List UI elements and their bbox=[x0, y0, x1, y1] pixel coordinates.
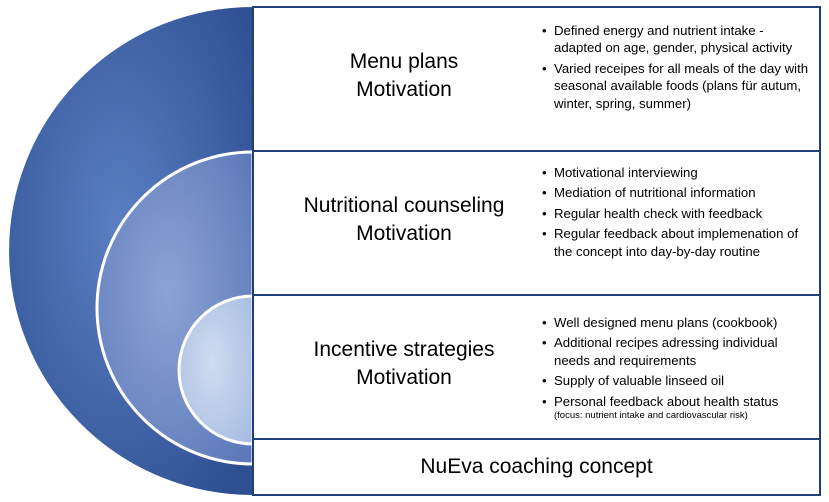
panel-title: Incentive strategies bbox=[313, 338, 495, 361]
panel-subtitle: Motivation bbox=[356, 78, 452, 101]
panel-heading: Incentive strategies Motivation bbox=[274, 336, 534, 392]
bullet-list: Motivational interviewing Mediation of n… bbox=[542, 164, 814, 263]
panel-subtitle: Motivation bbox=[356, 366, 452, 389]
bullet-list: Well designed menu plans (cookbook) Addi… bbox=[542, 314, 814, 425]
bullet-item: Motivational interviewing bbox=[542, 164, 814, 182]
bullet-item: Defined energy and nutrient intake - ada… bbox=[542, 22, 814, 57]
bullet-text: Personal feedback about health status bbox=[554, 393, 779, 409]
panel-footer: NuEva coaching concept bbox=[252, 438, 821, 496]
bullet-item: Additional recipes adressing individual … bbox=[542, 334, 814, 369]
bullet-item: Regular health check with feedback bbox=[542, 205, 814, 223]
panel-menu-plans: Menu plans Motivation Defined energy and… bbox=[252, 6, 821, 152]
panel-incentive-strategies: Incentive strategies Motivation Well des… bbox=[252, 294, 821, 440]
bullet-item: Supply of valuable linseed oil bbox=[542, 372, 814, 390]
bullet-item: Mediation of nutritional information bbox=[542, 184, 814, 202]
panel-heading: Menu plans Motivation bbox=[274, 48, 534, 104]
bullet-item: Varied receipes for all meals of the day… bbox=[542, 60, 814, 112]
inner-arc bbox=[177, 294, 255, 446]
panel-title: Nutritional counseling bbox=[303, 194, 505, 217]
panel-subtitle: Motivation bbox=[356, 222, 452, 245]
bullet-note: (focus: nutrient intake and cardiovascul… bbox=[554, 410, 748, 422]
bullet-list: Defined energy and nutrient intake - ada… bbox=[542, 22, 814, 115]
panel-nutritional-counseling: Nutritional counseling Motivation Motiva… bbox=[252, 150, 821, 296]
bullet-item: Well designed menu plans (cookbook) bbox=[542, 314, 814, 332]
bullet-item: Personal feedback about health status (f… bbox=[542, 393, 814, 422]
bullet-item: Regular feedback about implemenation of … bbox=[542, 225, 814, 260]
footer-label: NuEva coaching concept bbox=[420, 455, 653, 478]
panel-heading: Nutritional counseling Motivation bbox=[274, 192, 534, 248]
panel-title: Menu plans bbox=[349, 50, 459, 73]
